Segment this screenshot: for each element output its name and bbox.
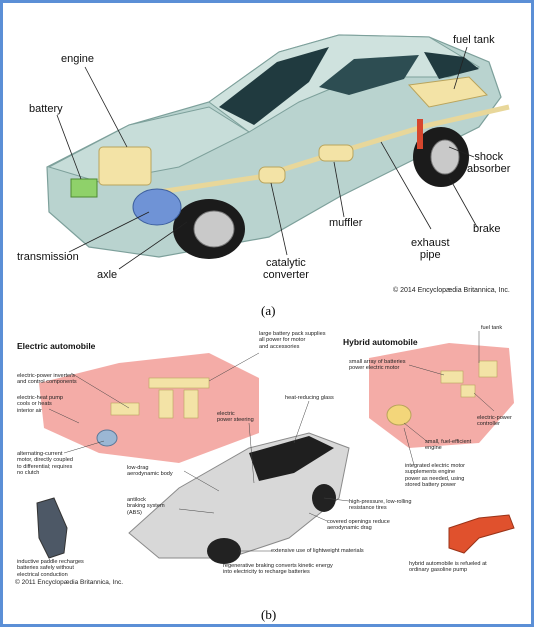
note-hybrid-batteries: small array of batteries power electric …: [349, 359, 406, 372]
label-transmission: transmission: [17, 251, 79, 263]
transmission-unit: [133, 189, 181, 225]
gas-pump-nozzle: [449, 515, 514, 553]
hybrid-engine: [387, 405, 411, 425]
label-muffler: muffler: [329, 217, 362, 229]
label-battery: battery: [29, 103, 63, 115]
rear-rim: [431, 140, 459, 174]
note-regen: regenerative braking converts kinetic en…: [223, 563, 333, 576]
note-hybrid-controller: electric-power controller: [477, 415, 512, 428]
note-glass: heat-reducing glass: [285, 395, 334, 401]
caption-a: (a): [261, 303, 275, 319]
shock-absorber-part: [417, 119, 423, 149]
paddle-charger: [37, 498, 67, 558]
silver-car-front-wheel: [207, 538, 241, 564]
label-engine: engine: [61, 53, 94, 65]
catalytic-converter-part: [259, 167, 285, 183]
note-materials: extensive use of lightweight materials: [271, 548, 364, 554]
panel-a: engine battery fuel tank shock absorber …: [9, 7, 531, 295]
note-hybrid-pump: hybrid automobile is refueled at ordinar…: [409, 561, 487, 574]
note-motor: alternating-current motor, directly coup…: [17, 451, 73, 477]
engine-block: [99, 147, 151, 185]
caption-b: (b): [261, 607, 276, 623]
note-hybrid-engine: small, fuel-efficient engine: [425, 439, 471, 452]
note-openings: covered openings reduce aerodynamic drag: [327, 519, 390, 532]
note-low-drag: low-drag aerodynamic body: [127, 465, 173, 478]
panel-b: Electric automobile Hybrid automobile la…: [9, 323, 531, 603]
hybrid-automobile-title: Hybrid automobile: [343, 337, 418, 347]
note-paddle: inductive paddle recharges batteries saf…: [17, 559, 84, 578]
note-battery-pack: large battery pack supplies all power fo…: [259, 331, 326, 350]
label-axle: axle: [97, 269, 117, 281]
front-rim: [194, 211, 234, 247]
copyright-b: © 2011 Encyclopædia Britannica, Inc.: [15, 579, 123, 586]
note-hybrid-motor: integrated electric motor supplements en…: [405, 463, 465, 489]
label-catalytic-converter: catalytic converter: [263, 257, 309, 281]
electric-automobile-title: Electric automobile: [17, 341, 95, 351]
note-tires: high-pressure, low-rolling resistance ti…: [349, 499, 412, 512]
label-exhaust-pipe: exhaust pipe: [411, 237, 450, 261]
label-brake: brake: [473, 223, 501, 235]
electric-ghost-car: [39, 353, 259, 463]
note-power-steering: electric power steering: [217, 411, 254, 424]
note-heat-pump: electric-heat pump cools or heats interi…: [17, 395, 63, 414]
note-hybrid-fuel-tank: fuel tank: [481, 325, 502, 331]
electric-motor: [97, 430, 117, 446]
label-fuel-tank: fuel tank: [453, 34, 495, 46]
note-inverters: electric-power inverters and control com…: [17, 373, 77, 386]
battery-box: [71, 179, 97, 197]
note-abs: antilock braking system (ABS): [127, 497, 165, 516]
label-shock-absorber: shock absorber: [467, 151, 510, 175]
copyright-a: © 2014 Encyclopædia Britannica, Inc.: [393, 287, 510, 294]
car-cutaway-illustration: [9, 7, 531, 295]
muffler-part: [319, 145, 353, 161]
